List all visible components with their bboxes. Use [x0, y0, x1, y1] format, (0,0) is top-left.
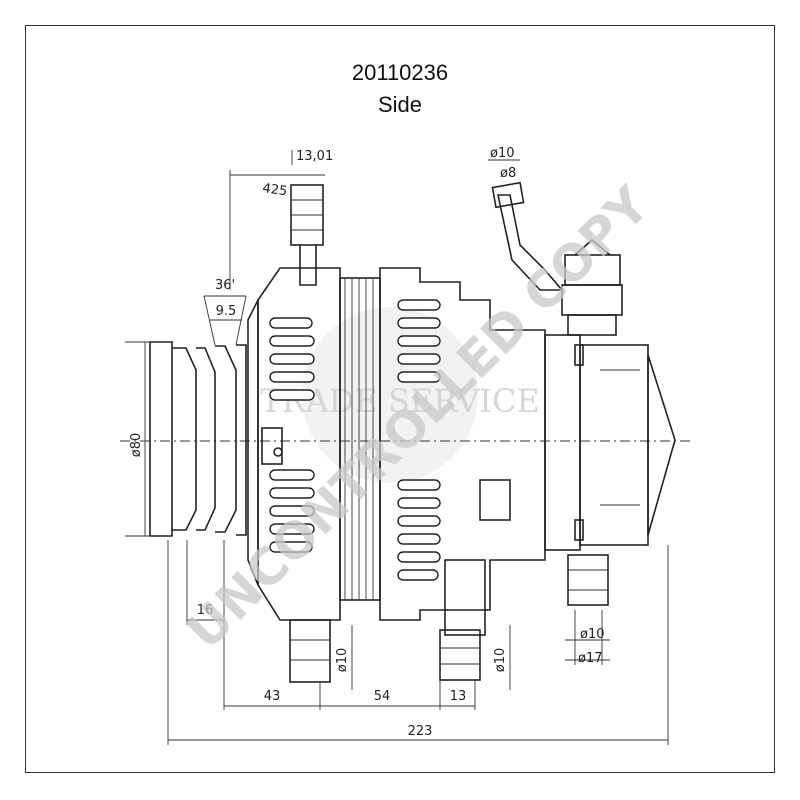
- pulley: ø80: [125, 341, 247, 537]
- vacuum-pump: [544, 334, 676, 551]
- dim-43: 43: [264, 689, 281, 704]
- angle-label: 36': [215, 278, 235, 293]
- dim-223: 223: [408, 724, 433, 739]
- drawing-frame: [25, 25, 775, 773]
- top-small-label: 13,01: [296, 149, 333, 164]
- pulley-diameter-label: ø80: [129, 433, 144, 458]
- top-offset-label: 425: [261, 181, 288, 199]
- top-pipe: ø10 ø8: [488, 146, 564, 291]
- dim-16: 16: [197, 603, 214, 618]
- mounting-lug-top: [290, 184, 324, 286]
- top-fitting: [561, 238, 623, 336]
- front-lug-dia-label: ø10: [335, 648, 350, 673]
- dim-13: 13: [450, 689, 467, 704]
- bottom-pipe: ø10 ø17: [565, 554, 610, 666]
- rear-housing: [379, 267, 546, 636]
- top-dimensions: 425 13,01: [229, 149, 333, 290]
- bottom-lug-rear: ø10: [439, 625, 511, 690]
- groove-label: 9.5: [216, 304, 237, 319]
- bottom-pipe-dia-label: ø10: [580, 627, 605, 642]
- bottom-pipe-outer-dia-label: ø17: [578, 651, 603, 666]
- front-fins: [269, 317, 315, 553]
- bottom-lug-front: ø10: [289, 619, 353, 690]
- groove-dimensions: 36' 9.5: [203, 278, 247, 346]
- dim-54: 54: [374, 689, 391, 704]
- part-number: 20110236: [351, 60, 449, 85]
- rear-lug-dia-label: ø10: [493, 648, 508, 673]
- trade-service-text: TRADE SERVICE: [260, 382, 540, 420]
- top-pipe-dia-label: ø10: [490, 146, 515, 161]
- view-label: Side: [377, 92, 423, 117]
- front-housing: [247, 267, 341, 621]
- rear-fins: [397, 299, 441, 581]
- trade-service-watermark: TRADE SERVICE: [260, 307, 540, 483]
- top-pipe-inner-dia-label: ø8: [500, 166, 516, 181]
- bottom-dimensions: 16 43 54 13 223: [167, 540, 669, 745]
